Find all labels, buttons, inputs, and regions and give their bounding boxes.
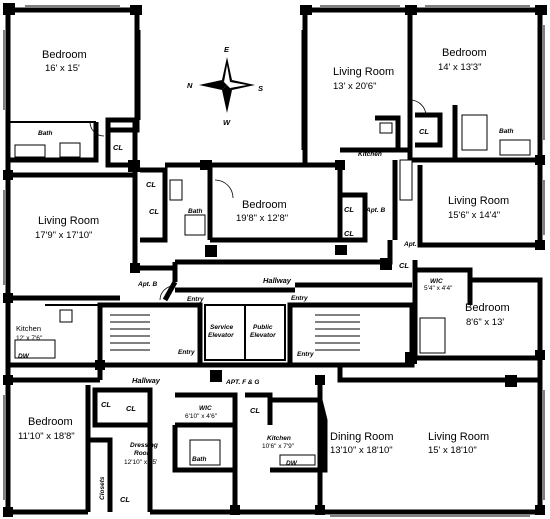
apt-b-west-label: Apt. B: [137, 281, 157, 288]
compass-south: S: [258, 84, 263, 93]
kitchen-ne-label: Kitchen: [358, 151, 382, 158]
service-elevator-line2: Elevator: [208, 332, 234, 339]
cl-mid-b-label: CL: [149, 207, 159, 216]
bedroom-sw-dim: 11'10" x 18'8": [18, 431, 75, 442]
room-labels: Bedroom 16' x 15' Bath CL Living Room 17…: [16, 47, 513, 504]
apt-fg-label: APT. F & G: [225, 379, 259, 386]
living-nw-dim: 17'9" x 17'10": [35, 230, 92, 241]
compass-west: W: [223, 118, 231, 127]
dining-room-dim: 13'10" x 18'10": [330, 445, 393, 456]
windows: [3, 5, 545, 517]
public-elevator-line1: Public: [253, 324, 273, 331]
cl-mid-a-label: CL: [146, 180, 156, 189]
living-east-dim: 15'6" x 14'4": [448, 210, 500, 221]
cl-nw-label: CL: [113, 143, 123, 152]
wic-south-label: WIC: [199, 405, 212, 412]
bedroom-ne-label: Bedroom: [442, 47, 487, 59]
dw-west-label: DW: [18, 353, 30, 360]
cl-sw-b-label: CL: [126, 404, 136, 413]
wic-south-dim: 6'10" x 4'6": [185, 413, 218, 420]
kitchen-south-dim: 10'6" x 7'9": [262, 443, 295, 450]
entry-w2-label: Entry: [178, 349, 195, 356]
cl-center-a-label: CL: [344, 205, 354, 214]
living-se-label: Living Room: [428, 431, 489, 443]
bedroom-nw-dim: 16' x 15': [45, 63, 80, 74]
compass-rose: E W N S: [187, 45, 263, 127]
wic-east-dim: 5'4" x 4'4": [424, 285, 453, 292]
entry-w1-label: Entry: [187, 296, 204, 303]
fixtures: [14, 99, 531, 466]
cl-south-label: CL: [250, 406, 260, 415]
bedroom-east-label: Bedroom: [465, 302, 510, 314]
public-elevator-label: Public Elevator: [250, 324, 276, 339]
dw-south-label: DW: [286, 460, 298, 467]
cl-east-label: CL: [399, 261, 409, 270]
living-ne-dim: 13' x 20'6": [333, 81, 376, 92]
compass-east: E: [224, 45, 230, 54]
dressing-room-label: Dressing Room: [130, 442, 160, 457]
dining-room-label: Dining Room: [330, 431, 394, 443]
living-se-dim: 15' x 18'10": [428, 445, 477, 456]
entry-e2-label: Entry: [297, 351, 314, 358]
public-elevator-line2: Elevator: [250, 332, 276, 339]
living-nw-label: Living Room: [38, 215, 99, 227]
apt-b-east-label: Apt. B: [365, 207, 385, 214]
pillars: [3, 3, 547, 517]
dressing-room-dim: 12'10" x 15': [124, 459, 157, 466]
service-elevator-label: Service Elevator: [208, 324, 235, 339]
bedroom-east-dim: 8'6" x 13': [466, 317, 504, 328]
cl-center-b-label: CL: [344, 229, 354, 238]
wic-east-label: WIC: [430, 278, 443, 285]
bath-south-label: Bath: [192, 456, 206, 463]
bedroom-center-label: Bedroom: [242, 199, 287, 211]
entry-e1-label: Entry: [291, 295, 308, 302]
kitchen-west-label: Kitchen: [16, 324, 41, 333]
cl-sw-c-label: CL: [120, 495, 130, 504]
bath-mid-label: Bath: [188, 208, 202, 215]
cl-ne-label: CL: [419, 127, 429, 136]
compass-north: N: [187, 81, 193, 90]
stair-east: [315, 314, 360, 351]
dressing-room-line1: Dressing: [130, 442, 158, 449]
hallway-south-label: Hallway: [132, 376, 161, 385]
bath-nw-label: Bath: [38, 130, 52, 137]
service-elevator-line1: Service: [210, 324, 234, 331]
closets-label: Closets: [99, 476, 106, 500]
stair-west: [110, 314, 150, 351]
bath-ne-label: Bath: [499, 128, 513, 135]
dressing-room-line2: Room: [134, 450, 153, 457]
bedroom-center-dim: 19'8" x 12'8": [236, 213, 288, 224]
bedroom-ne-dim: 14' x 13'3": [438, 62, 481, 73]
living-ne-label: Living Room: [333, 66, 394, 78]
apt-a-label: Apt. A: [403, 241, 423, 248]
kitchen-south-label: Kitchen: [267, 435, 291, 442]
cl-sw-a-label: CL: [101, 400, 111, 409]
kitchen-west-dim: 12' x 7'6": [16, 335, 43, 342]
living-east-label: Living Room: [448, 195, 509, 207]
bedroom-sw-label: Bedroom: [28, 416, 73, 428]
hallway-north-label: Hallway: [263, 276, 292, 285]
bedroom-nw-label: Bedroom: [42, 49, 87, 61]
